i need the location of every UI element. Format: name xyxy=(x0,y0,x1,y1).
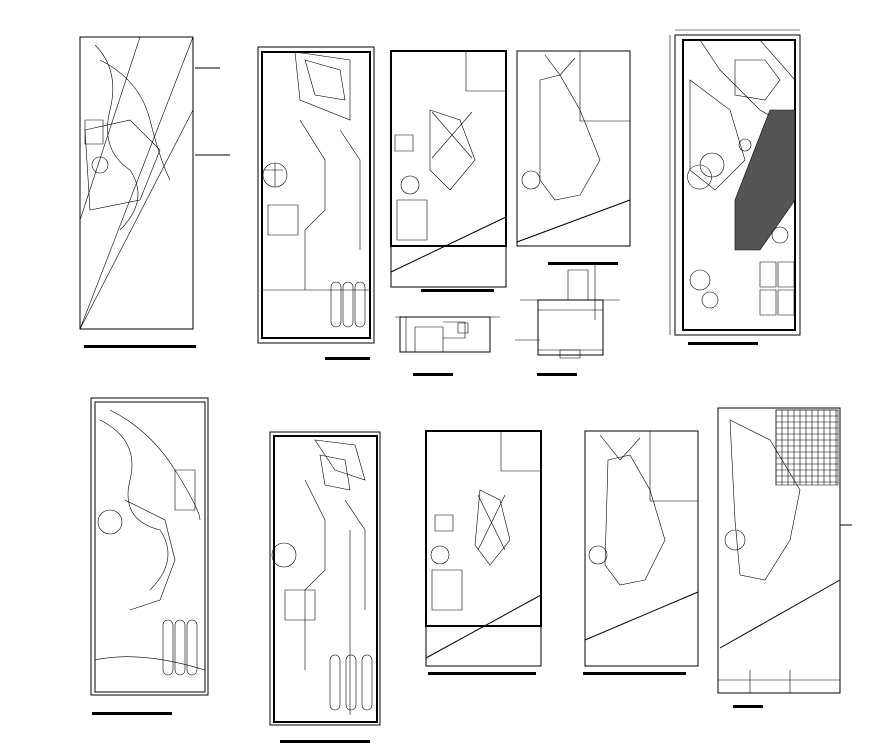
plan-ground-upper xyxy=(258,47,374,360)
plan-first-upper xyxy=(391,51,506,292)
plan-first-lower xyxy=(426,431,541,675)
plan-site-lower xyxy=(91,398,208,715)
detail-plan-1 xyxy=(395,317,500,376)
plan-second-lower xyxy=(583,431,698,675)
roof-grid xyxy=(776,410,838,485)
plan-landscape-upper xyxy=(670,30,800,345)
plan-ground-lower xyxy=(270,432,380,743)
plan-site-upper xyxy=(80,37,230,348)
detail-plan-2 xyxy=(515,265,620,376)
plan-roof-lower xyxy=(718,408,852,708)
plan-second-upper xyxy=(517,51,630,265)
